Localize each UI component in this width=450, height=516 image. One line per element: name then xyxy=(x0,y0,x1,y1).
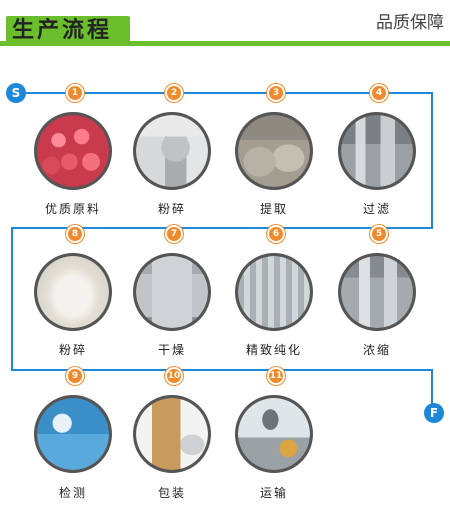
step-3-image xyxy=(235,112,313,190)
step-1-label: 优质原料 xyxy=(44,202,101,216)
filter-equipment-image xyxy=(341,115,413,187)
step-4-badge: 4 xyxy=(370,84,388,102)
drying-machine-image xyxy=(136,256,208,328)
step-8-image xyxy=(34,253,112,331)
step-1-badge: 1 xyxy=(66,84,84,102)
purification-equipment-image xyxy=(238,256,310,328)
step-6-image xyxy=(235,253,313,331)
step-6-label: 精致纯化 xyxy=(245,343,302,357)
step-11-label: 运输 xyxy=(259,486,288,500)
apples-image xyxy=(37,115,109,187)
transport-image xyxy=(238,398,310,470)
step-1-image xyxy=(34,112,112,190)
page-header: 生产流程 品质保障 xyxy=(0,0,450,50)
step-5-label: 浓缩 xyxy=(362,343,391,357)
page-title: 生产流程 xyxy=(12,18,113,43)
powder-image xyxy=(37,256,109,328)
step-4-label: 过滤 xyxy=(362,202,391,216)
step-2-badge: 2 xyxy=(165,84,183,102)
step-11-image xyxy=(235,395,313,473)
grinder-machine-image xyxy=(136,115,208,187)
start-marker: S xyxy=(6,83,26,103)
lab-testing-image xyxy=(37,398,109,470)
step-7-image xyxy=(133,253,211,331)
step-2-label: 粉碎 xyxy=(157,202,186,216)
concentrator-image xyxy=(341,256,413,328)
step-7-label: 干燥 xyxy=(157,343,186,357)
step-3-label: 提取 xyxy=(259,202,288,216)
step-6-badge: 6 xyxy=(267,225,285,243)
packaging-drum-image xyxy=(136,398,208,470)
step-10-image xyxy=(133,395,211,473)
step-2-image xyxy=(133,112,211,190)
step-5-image xyxy=(338,253,416,331)
end-marker: F xyxy=(424,403,444,423)
header-divider xyxy=(0,41,450,46)
extraction-tanks-image xyxy=(238,115,310,187)
step-8-label: 粉碎 xyxy=(58,343,87,357)
title-background xyxy=(6,16,130,46)
step-7-badge: 7 xyxy=(165,225,183,243)
step-10-label: 包装 xyxy=(157,486,186,500)
step-3-badge: 3 xyxy=(267,84,285,102)
step-8-badge: 8 xyxy=(66,225,84,243)
step-9-image xyxy=(34,395,112,473)
step-5-badge: 5 xyxy=(370,225,388,243)
step-9-badge: 9 xyxy=(66,367,84,385)
step-10-badge: 10 xyxy=(165,367,183,385)
step-11-badge: 11 xyxy=(267,367,285,385)
step-4-image xyxy=(338,112,416,190)
step-9-label: 检测 xyxy=(58,486,87,500)
page-subtitle: 品质保障 xyxy=(376,13,444,33)
